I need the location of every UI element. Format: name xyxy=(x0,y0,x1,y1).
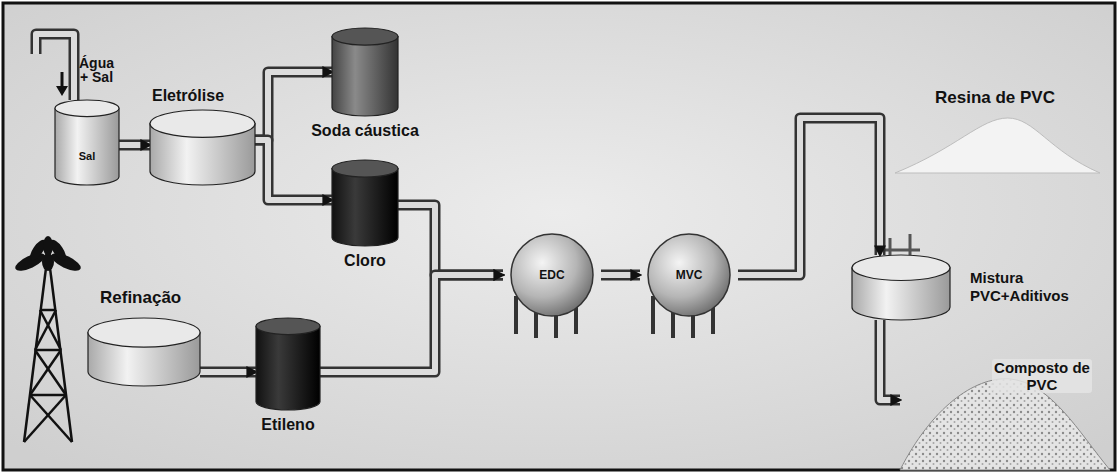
pipe-outer xyxy=(738,118,880,275)
pipe-inner xyxy=(398,205,503,275)
resin-pile xyxy=(895,118,1100,173)
pipe-inner xyxy=(200,369,256,375)
pipe-inner xyxy=(320,275,503,372)
shape-outline xyxy=(332,28,398,116)
tank-body xyxy=(332,37,398,116)
tank-label: EDC xyxy=(503,268,601,282)
tank-body xyxy=(55,108,119,185)
pipe-connector xyxy=(601,275,640,276)
node-heading: Composto de PVC xyxy=(992,359,1092,393)
tank-body xyxy=(332,169,398,246)
pipe-inner xyxy=(880,320,900,400)
flow-arrow xyxy=(56,72,68,96)
tank: Água + SalSal xyxy=(55,100,119,185)
tank: Mistura PVC+Aditivos xyxy=(852,255,950,320)
shape-outline xyxy=(55,100,119,185)
shape-outline xyxy=(88,318,200,386)
node-heading: Resina de PVC xyxy=(935,88,1055,108)
pipe-connector xyxy=(398,205,503,275)
node-heading: Mistura PVC+Aditivos xyxy=(970,269,1082,305)
tank: Soda cáustica xyxy=(332,28,398,116)
pipe-inner xyxy=(119,142,150,148)
pipe-inner xyxy=(738,118,880,275)
tank-label: Sal xyxy=(55,150,119,163)
pipe-outer xyxy=(880,320,900,400)
shape-outline xyxy=(256,318,320,410)
oil-derrick xyxy=(24,268,72,442)
pipe-connector xyxy=(255,140,332,200)
reactor-sphere: EDC xyxy=(503,233,601,317)
reactor-sphere: MVC xyxy=(640,233,738,317)
tank-body xyxy=(256,326,320,410)
pipe-inner xyxy=(601,272,640,278)
pipe-connector xyxy=(320,275,503,372)
shape-outline xyxy=(150,110,255,185)
node-heading: Soda cáustica xyxy=(290,121,440,140)
pipe-outer xyxy=(200,367,256,378)
node-heading: Eletrólise xyxy=(152,86,224,105)
frame xyxy=(3,3,1115,470)
pipe-connector xyxy=(200,372,256,373)
tank: Eletrólise xyxy=(150,110,255,185)
tank-top xyxy=(852,255,950,280)
tank: Cloro xyxy=(332,160,398,246)
pipe-outer xyxy=(255,140,332,200)
tank-top xyxy=(88,318,200,347)
pipe-connector xyxy=(738,118,880,275)
material-pile: Composto de PVC xyxy=(900,375,1110,470)
pipe-outer xyxy=(320,275,503,372)
node-heading: Refinação xyxy=(100,288,181,308)
pipe-connector xyxy=(880,320,900,400)
pipe-outer xyxy=(601,270,640,281)
tank-top xyxy=(332,28,398,45)
shape-outline xyxy=(895,118,1100,173)
shape-outline xyxy=(852,255,950,320)
tank-top xyxy=(256,318,320,335)
material-pile: Resina de PVC xyxy=(895,118,1100,173)
tank-top xyxy=(332,160,398,177)
pipe-outer xyxy=(398,205,503,275)
shape-outline xyxy=(332,160,398,246)
pipe-connector xyxy=(119,145,150,146)
oil-gusher xyxy=(13,236,83,274)
node-heading: Etileno xyxy=(216,415,360,434)
pipe-outer xyxy=(119,140,150,151)
node-heading: Água + Sal xyxy=(79,56,114,84)
tank-top xyxy=(55,100,119,117)
tank-top xyxy=(150,110,255,137)
inlet-pipe xyxy=(36,34,74,100)
tank: Etileno xyxy=(256,318,320,410)
node-heading: Cloro xyxy=(290,251,440,270)
tank-label: MVC xyxy=(640,268,738,282)
tank: Refinação xyxy=(88,318,200,386)
pipe-inner xyxy=(255,140,332,200)
